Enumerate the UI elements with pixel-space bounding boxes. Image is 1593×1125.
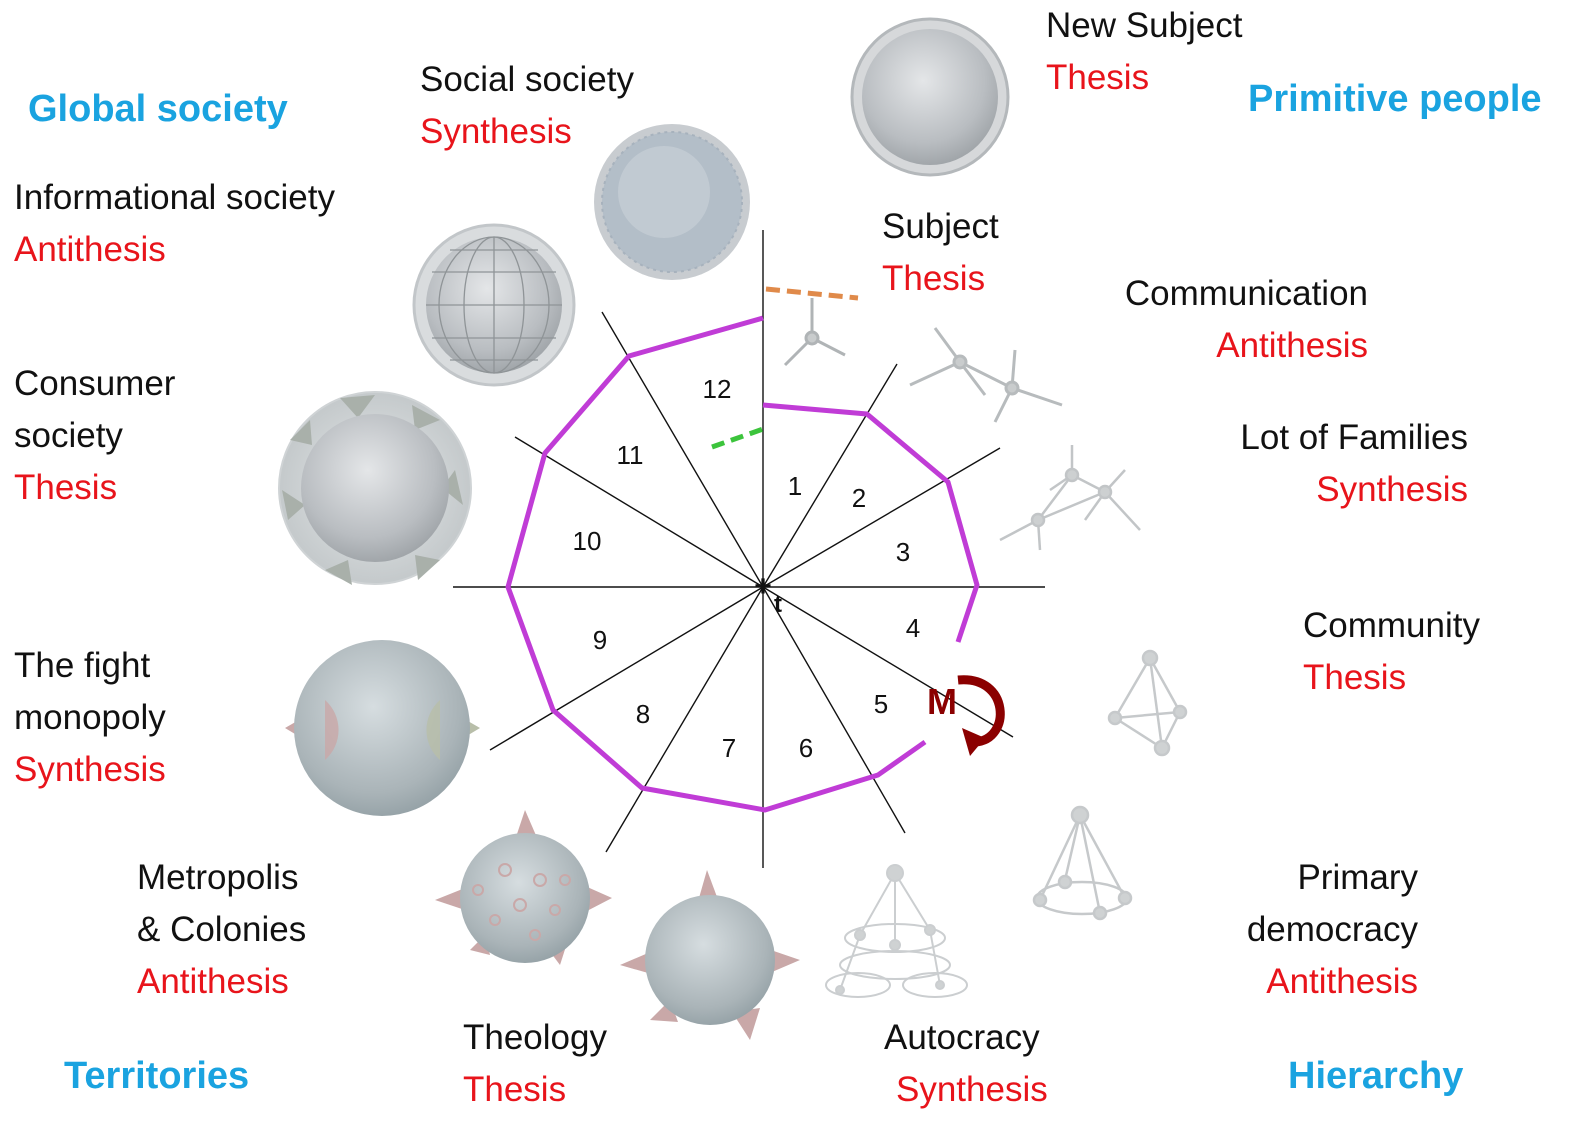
spiral-path-lower	[505, 315, 927, 813]
stage-name: The fight	[14, 646, 151, 685]
spoke-60	[762, 447, 1001, 588]
stage-new-subject: New Subject Thesis	[1046, 0, 1242, 104]
stage-name: Subject	[882, 207, 999, 246]
stage-role: Antithesis	[1266, 962, 1418, 1001]
stage-community: Community Thesis	[1303, 600, 1480, 704]
spoke-150	[762, 586, 906, 834]
theology-sphere-icon	[620, 870, 800, 1040]
stage-communication: Communication Antithesis	[1080, 268, 1368, 372]
stage-lot-of-families: Lot of Families Synthesis	[1208, 412, 1468, 516]
marker-label: M	[927, 681, 957, 722]
sector-label: 9	[593, 625, 607, 655]
sector-label: 1	[788, 471, 802, 501]
stage-name: Informational society	[14, 178, 335, 217]
spoke-210	[605, 586, 764, 853]
stage-name: society	[14, 416, 123, 455]
era-global-society: Global society	[28, 88, 288, 130]
sector-labels: 1 2 3 4 5 6 7 8 9 10 11 12	[573, 374, 921, 763]
community-pyramid-icon	[1107, 649, 1188, 757]
stage-name: Community	[1303, 606, 1480, 645]
stage-name: Theology	[463, 1018, 607, 1057]
sector-label: 8	[636, 699, 650, 729]
sector-label: 10	[573, 526, 602, 556]
stage-social-society: Social society Synthesis	[420, 54, 634, 158]
consumer-society-sphere-icon	[278, 391, 472, 585]
dash-top	[765, 286, 859, 301]
stage-primary-democracy: Primary democracy Antithesis	[1200, 852, 1418, 1008]
autocracy-hierarchy-icon	[825, 864, 968, 998]
center-cross: +	[754, 570, 772, 603]
new-subject-sphere-icon	[850, 17, 1010, 177]
stage-name: Lot of Families	[1240, 418, 1468, 457]
stage-role: Synthesis	[1316, 470, 1468, 509]
spoke-120	[762, 586, 1014, 738]
stage-subject: Subject Thesis	[882, 201, 999, 305]
sector-label: 12	[703, 374, 732, 404]
stage-fight-monopoly: The fight monopoly Synthesis	[14, 640, 166, 796]
sector-label: 5	[874, 689, 888, 719]
sector-label: 6	[799, 733, 813, 763]
stage-name: Consumer	[14, 364, 176, 403]
sector-label: 11	[617, 440, 644, 470]
spoke-240	[489, 586, 764, 751]
era-hierarchy: Hierarchy	[1288, 1055, 1464, 1097]
stage-role: Synthesis	[420, 112, 572, 151]
stage-name: Social society	[420, 60, 634, 99]
spiral-path	[762, 402, 980, 643]
stage-role: Antithesis	[1216, 326, 1368, 365]
metropolis-sphere-icon	[435, 810, 612, 965]
stage-informational-society: Informational society Antithesis	[14, 172, 335, 276]
stage-metropolis: Metropolis & Colonies Antithesis	[137, 852, 306, 1008]
wheel: + t 1 2 3 4 5 6 7 8 9 10 11 12 M	[453, 230, 1045, 868]
stage-role: Thesis	[882, 259, 986, 298]
spoke-300	[514, 436, 764, 588]
rotate-arrow-head-icon	[962, 728, 985, 756]
stage-name: monopoly	[14, 698, 166, 737]
stage-name: Communication	[1124, 274, 1368, 313]
stage-name: New Subject	[1046, 6, 1243, 45]
dash-inner	[711, 425, 767, 450]
stage-role: Antithesis	[137, 962, 289, 1001]
sector-label: 2	[852, 483, 866, 513]
stage-name: Primary	[1297, 858, 1418, 897]
stage-name: & Colonies	[137, 910, 307, 949]
communication-network-icon	[909, 327, 1063, 423]
era-primitive-people: Primitive people	[1248, 78, 1542, 120]
era-territories: Territories	[64, 1055, 250, 1097]
stage-name: Metropolis	[137, 858, 299, 897]
stage-name: democracy	[1246, 910, 1418, 949]
primary-democracy-cone-icon	[1032, 805, 1133, 921]
subject-node-icon	[783, 298, 846, 367]
stage-role: Thesis	[14, 468, 118, 507]
center-label: t	[774, 591, 782, 618]
stage-theology: Theology Thesis	[463, 1012, 607, 1116]
lot-of-families-network-icon	[999, 445, 1141, 551]
stage-role: Thesis	[463, 1070, 567, 1109]
stage-role: Synthesis	[896, 1070, 1048, 1109]
stage-autocracy: Autocracy Synthesis	[884, 1012, 1048, 1116]
stage-consumer-society: Consumer society Thesis	[14, 358, 175, 514]
sector-label: 7	[722, 733, 736, 763]
sector-label: 3	[896, 537, 910, 567]
stage-role: Thesis	[1303, 658, 1407, 697]
stage-role: Synthesis	[14, 750, 166, 789]
social-society-sphere-icon	[594, 124, 750, 280]
rotate-arrow-icon	[957, 675, 1005, 747]
spoke-30	[762, 363, 898, 588]
sector-label: 4	[906, 613, 920, 643]
informational-society-globe-icon	[412, 223, 576, 387]
fight-monopoly-sphere-icon	[285, 640, 480, 816]
stage-role: Thesis	[1046, 58, 1150, 97]
stage-name: Autocracy	[884, 1018, 1040, 1057]
stage-role: Antithesis	[14, 230, 166, 269]
